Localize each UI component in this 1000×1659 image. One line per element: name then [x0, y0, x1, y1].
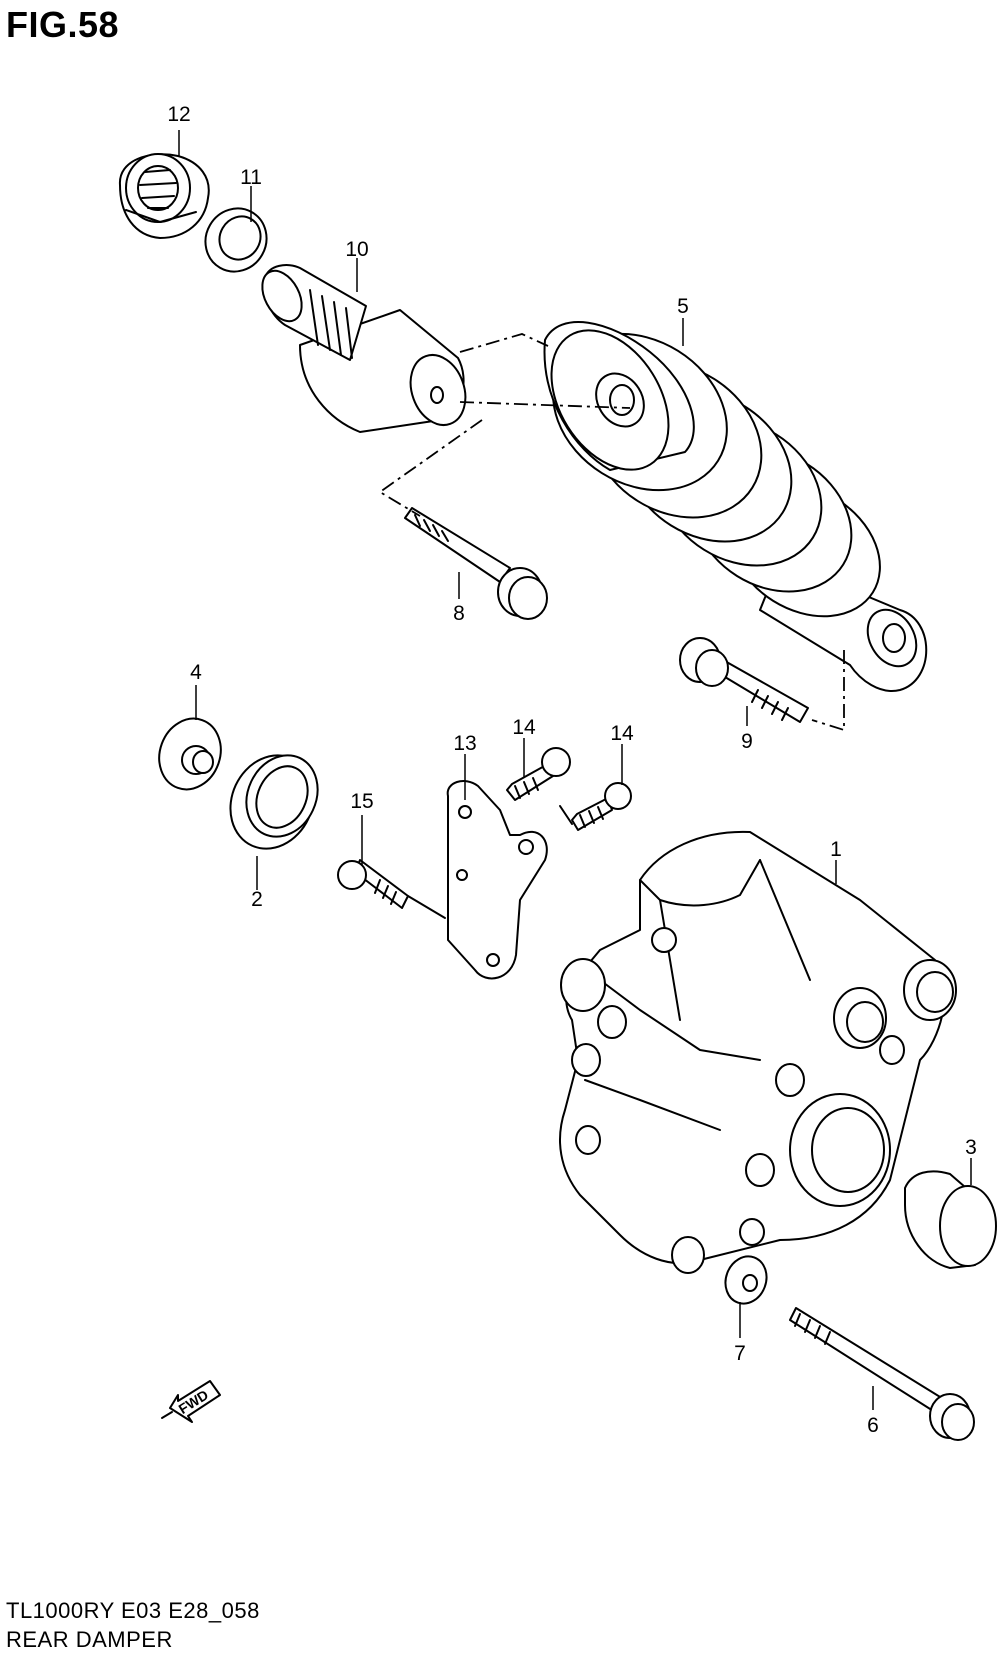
part-3-cap [904, 1170, 997, 1269]
label-part-3: 3 [965, 1136, 977, 1159]
label-part-9: 9 [741, 730, 753, 753]
label-part-1: 1 [830, 838, 842, 861]
label-part-14-b: 14 [610, 722, 634, 745]
part-14-bolt-upper [506, 747, 571, 801]
part-4-collar [158, 717, 222, 791]
part-12-nut [118, 153, 210, 239]
part-14-bolt-lower [571, 782, 632, 831]
assembly-line-9 [811, 650, 845, 732]
label-part-13: 13 [453, 732, 476, 755]
label-part-4: 4 [190, 661, 202, 684]
part-1-damper-body [559, 830, 957, 1274]
part-8-bolt [404, 507, 548, 620]
part-11-ring [204, 207, 268, 273]
label-part-14-a: 14 [512, 716, 536, 739]
part-9-bolt [679, 637, 809, 723]
label-part-15: 15 [350, 790, 373, 813]
label-part-6: 6 [867, 1414, 879, 1437]
figure-title: FIG.58 [6, 4, 120, 45]
part-7-washer [724, 1255, 768, 1305]
model-code: TL1000RY E03 E28_058 [6, 1598, 260, 1623]
label-part-11: 11 [240, 166, 262, 189]
figure-name: REAR DAMPER [6, 1627, 173, 1652]
part-14-to-13-link [559, 805, 573, 825]
part-10-adjuster [261, 264, 467, 433]
part-2-seal [229, 754, 319, 850]
assembly-line-8 [378, 419, 483, 517]
label-part-12: 12 [167, 103, 190, 126]
assembly-line-upper [459, 333, 549, 353]
part-15-to-13-link [407, 895, 446, 919]
label-part-7: 7 [734, 1342, 746, 1365]
forward-arrow-icon: FWD [161, 1380, 221, 1423]
part-15-bolt [337, 859, 409, 909]
part-13-bracket [446, 780, 548, 980]
label-part-8: 8 [453, 602, 465, 625]
assembly-line-pin [459, 401, 631, 409]
label-part-5: 5 [677, 295, 689, 318]
part-6-long-bolt [789, 1307, 975, 1441]
label-part-2: 2 [251, 888, 263, 911]
part-5-rear-shock [543, 321, 928, 692]
label-part-10: 10 [345, 238, 368, 261]
